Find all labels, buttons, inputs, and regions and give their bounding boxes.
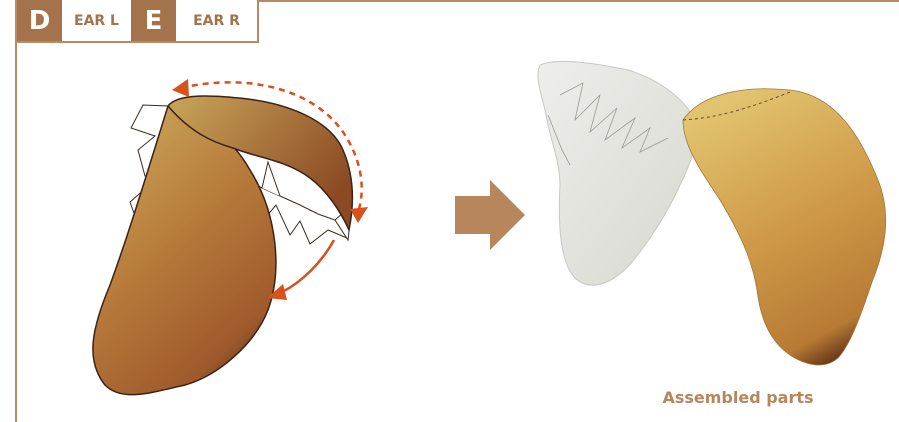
assembled-parts-caption: Assembled parts: [633, 388, 843, 407]
assembled-ear-white: [538, 61, 696, 285]
arrow-head-icon: [350, 207, 368, 223]
arrow-head-icon: [172, 79, 189, 97]
glue-arrow: [282, 240, 334, 292]
next-step-arrow-icon: [455, 180, 525, 250]
assembled-ear-tan: [683, 89, 886, 365]
